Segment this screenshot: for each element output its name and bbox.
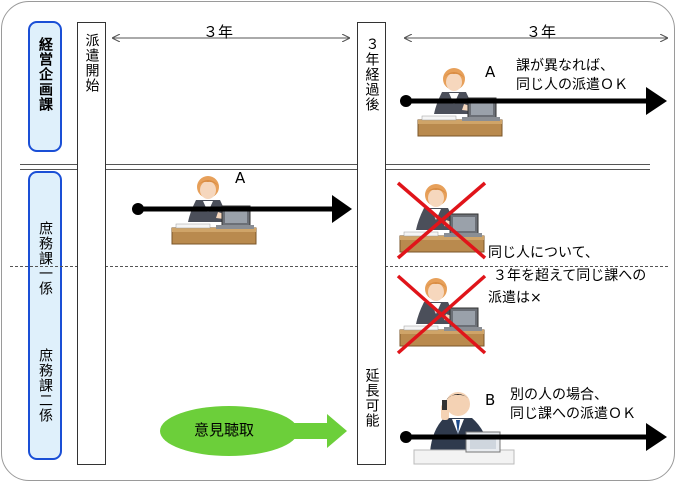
section-divider-top (20, 164, 650, 165)
worker-b-icon (413, 392, 515, 465)
note-other-line2: 同じ課への派遣ＯＫ (510, 406, 636, 422)
note-other-line1: 別の人の場合、 (510, 387, 608, 403)
pillar-extend-label: 延長可能 (363, 368, 380, 428)
consultation-ellipse (160, 406, 298, 456)
note-deny-line2: ３年を超えて同じ課への (493, 268, 647, 284)
dept-shomu: 庶務課一係 庶務課二係 (28, 171, 62, 460)
marker-b: B (485, 391, 496, 409)
arrow-shomu1 (132, 195, 352, 223)
note-deny-line1: 同じ人について、 (488, 245, 599, 261)
span-label-right: ３年 (526, 23, 557, 41)
dept-shomu1-label: 庶務課一係 (37, 220, 53, 296)
cross-mark-1 (396, 181, 487, 260)
dashed-divider (10, 266, 668, 267)
span-label-left: ３年 (203, 23, 234, 41)
pillar-after-three-years: ３年経過後 延長可能 (357, 22, 386, 465)
arrow-keiei (400, 87, 667, 115)
consultation-label: 意見聴取 (194, 421, 255, 439)
dept-shomu2-label: 庶務課二係 (37, 347, 53, 423)
section-divider-bottom (20, 169, 650, 170)
dept-keiei-label: 経営企画課 (37, 37, 53, 112)
note-deny-line3: 派遣は× (488, 290, 542, 306)
arrow-worker-b (400, 423, 667, 451)
pillar-after3-label: ３年経過後 (363, 37, 380, 112)
consultation-arrow (294, 414, 347, 448)
marker-a-mid: A (235, 169, 246, 187)
note-keiei-line1: 課が異なれば、 (516, 58, 614, 74)
cross-mark-2 (396, 274, 487, 355)
dept-keiei-kikaku: 経営企画課 (28, 21, 62, 152)
note-keiei-line2: 同じ人の派遣ＯＫ (516, 77, 628, 93)
diagram-frame (1, 1, 675, 481)
pillar-start-label: 派遣開始 (83, 33, 100, 93)
pillar-dispatch-start: 派遣開始 (77, 22, 106, 465)
marker-a-top: A (485, 63, 496, 81)
